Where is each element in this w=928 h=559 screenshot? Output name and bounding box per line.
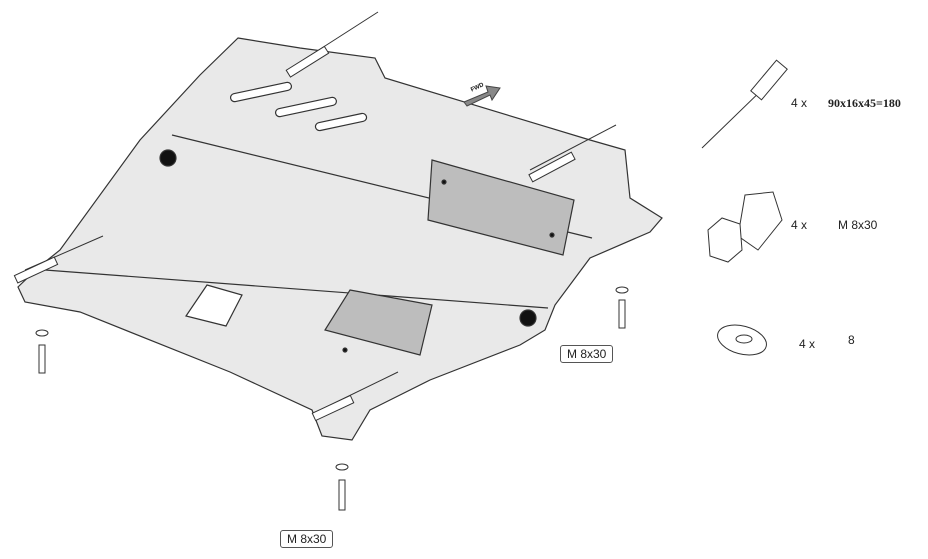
drain-hole bbox=[185, 284, 243, 327]
skid-plate bbox=[17, 37, 663, 441]
fasteners bbox=[35, 286, 629, 511]
part-qty: 4 x bbox=[799, 337, 816, 351]
part-spec: M 8x30 bbox=[838, 218, 878, 232]
part-qty: 4 x bbox=[791, 218, 808, 232]
bolt-icon bbox=[707, 191, 783, 263]
access-panel bbox=[427, 159, 575, 256]
brackets bbox=[13, 11, 617, 422]
callout-bolt-label: M 8x30 bbox=[280, 530, 334, 548]
fwd-arrow-icon bbox=[463, 85, 501, 107]
washer-icon bbox=[717, 324, 767, 356]
access-panel bbox=[324, 289, 433, 356]
callout-bolt-label: M 8x30 bbox=[560, 345, 614, 363]
part-spec: 8 bbox=[848, 333, 855, 347]
part-spec: 90x16x45=180 bbox=[828, 96, 901, 110]
part-qty: 4 x bbox=[791, 96, 808, 110]
strip-bracket-icon bbox=[701, 59, 788, 149]
